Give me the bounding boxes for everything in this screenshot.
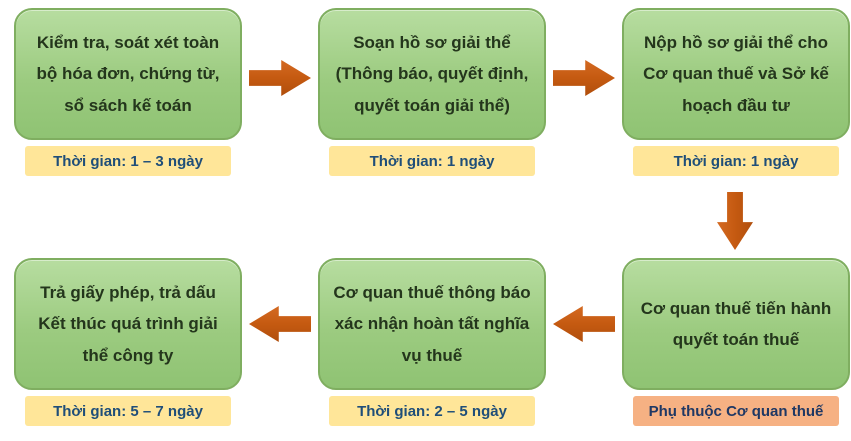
arrow-step1-step2-icon <box>249 60 311 96</box>
step-2-time-label: Thời gian: 1 ngày <box>329 146 535 176</box>
arrow-step2-step3-icon <box>553 60 615 96</box>
step-4-text: Cơ quan thuế tiến hành quyết toán thuế <box>640 298 832 349</box>
step-1-box: Kiểm tra, soát xét toàn bộ hóa đơn, chứn… <box>14 8 242 140</box>
step-6-box: Trả giấy phép, trả dấu Kết thúc quá trìn… <box>14 258 242 390</box>
step-2-box: Soạn hồ sơ giải thể (Thông báo, quyết đị… <box>318 8 546 140</box>
step-5-time-label: Thời gian: 2 – 5 ngày <box>329 396 535 426</box>
step-3-text: Nộp hồ sơ giải thể cho Cơ quan thuế và S… <box>643 32 829 115</box>
step-5-box: Cơ quan thuế thông báo xác nhận hoàn tất… <box>318 258 546 390</box>
step-2-text: Soạn hồ sơ giải thể (Thông báo, quyết đị… <box>335 32 529 115</box>
arrow-step3-step4-icon <box>717 192 753 250</box>
step-4-box: Cơ quan thuế tiến hành quyết toán thuế <box>622 258 850 390</box>
arrow-step4-step5-icon <box>553 306 615 342</box>
step-3-time-label: Thời gian: 1 ngày <box>633 146 839 176</box>
step-1-text: Kiểm tra, soát xét toàn bộ hóa đơn, chứn… <box>36 32 220 115</box>
step-6-time-label: Thời gian: 5 – 7 ngày <box>25 396 231 426</box>
step-5-text: Cơ quan thuế thông báo xác nhận hoàn tất… <box>333 282 531 365</box>
step-3-box: Nộp hồ sơ giải thể cho Cơ quan thuế và S… <box>622 8 850 140</box>
step-1-time-label: Thời gian: 1 – 3 ngày <box>25 146 231 176</box>
arrow-step5-step6-icon <box>249 306 311 342</box>
step-6-text: Trả giấy phép, trả dấu Kết thúc quá trìn… <box>38 282 218 365</box>
step-4-dependency-label: Phụ thuộc Cơ quan thuế <box>633 396 839 426</box>
